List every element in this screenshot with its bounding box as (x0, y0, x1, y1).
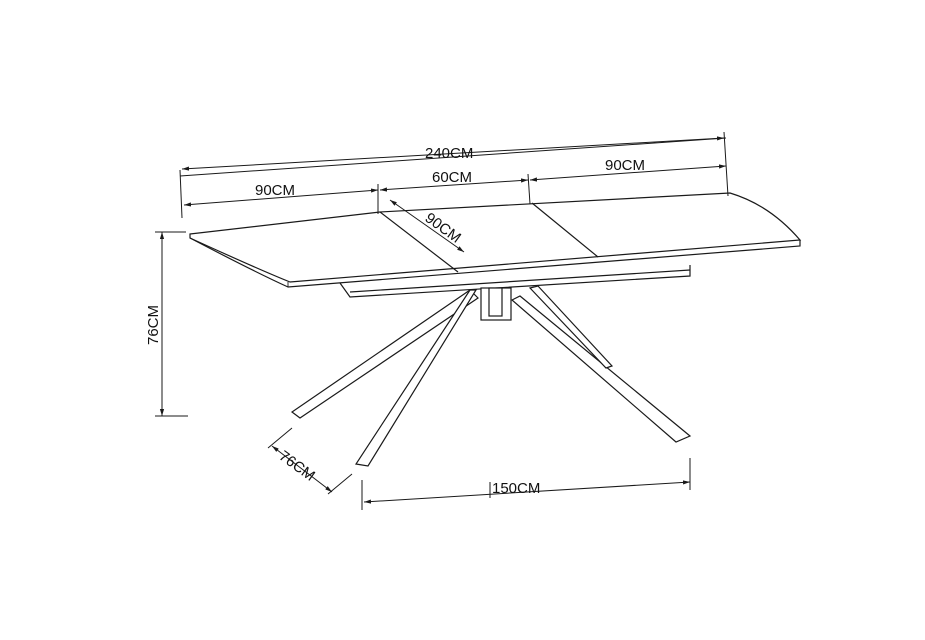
label-right-leaf: 90CM (605, 157, 645, 174)
dim-left-leaf: 90CM (183, 182, 379, 214)
table-top (189, 192, 802, 288)
label-middle-leaf: 60CM (432, 169, 472, 186)
table-pedestal (480, 287, 512, 321)
label-depth: 90CM (422, 209, 464, 246)
table-apron (339, 265, 691, 298)
label-leg-depth: 76CM (276, 447, 318, 484)
table-legs (290, 285, 692, 467)
dim-height: 76CM (145, 231, 188, 417)
dim-right-leaf: 90CM (529, 157, 727, 182)
dim-leg-depth: 76CM (267, 427, 353, 495)
dim-middle-leaf: 60CM (379, 169, 531, 205)
label-left-leaf: 90CM (255, 182, 295, 199)
label-total-length: 240CM (425, 145, 473, 162)
dim-total-length: 240CM (179, 131, 729, 219)
label-leg-width: 150CM (492, 480, 540, 497)
dim-leg-width: 150CM (361, 458, 691, 510)
label-height: 76CM (145, 305, 162, 345)
